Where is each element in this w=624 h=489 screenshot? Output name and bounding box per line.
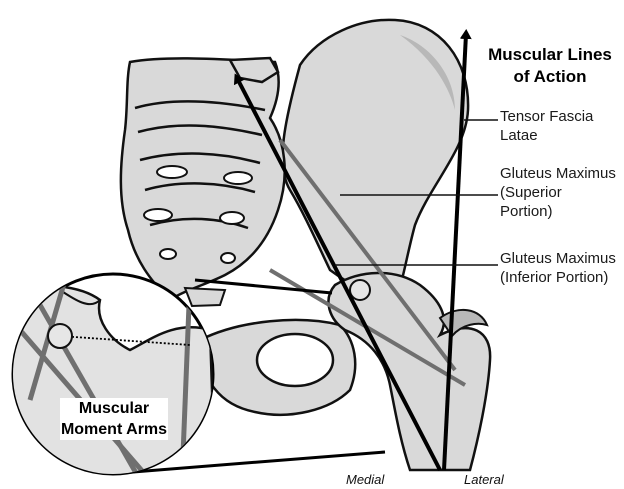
sacrum-bone	[121, 58, 285, 300]
sacral-foramen	[160, 249, 176, 259]
lateral-label: Lateral	[464, 472, 504, 487]
figure-title: Muscular Lines of Action	[486, 44, 614, 88]
obturator-foramen	[257, 334, 333, 386]
sacral-foramen	[157, 166, 187, 178]
inset-label: Muscular Moment Arms	[60, 398, 168, 440]
hip-joint-center	[350, 280, 370, 300]
sacral-foramen	[220, 212, 244, 224]
label-tensor-fascia-latae: Tensor Fascia Latae	[500, 107, 618, 145]
coccyx	[185, 288, 225, 306]
moment-arm-inset	[10, 270, 215, 480]
label-gluteus-maximus-inferior: Gluteus Maximus (Inferior Portion)	[500, 249, 622, 287]
label-gluteus-maximus-superior: Gluteus Maximus (Superior Portion)	[500, 164, 618, 221]
medial-label: Medial	[346, 472, 384, 487]
sacral-foramen	[144, 209, 172, 221]
sacral-foramen	[221, 253, 235, 263]
sacral-foramen	[224, 172, 252, 184]
